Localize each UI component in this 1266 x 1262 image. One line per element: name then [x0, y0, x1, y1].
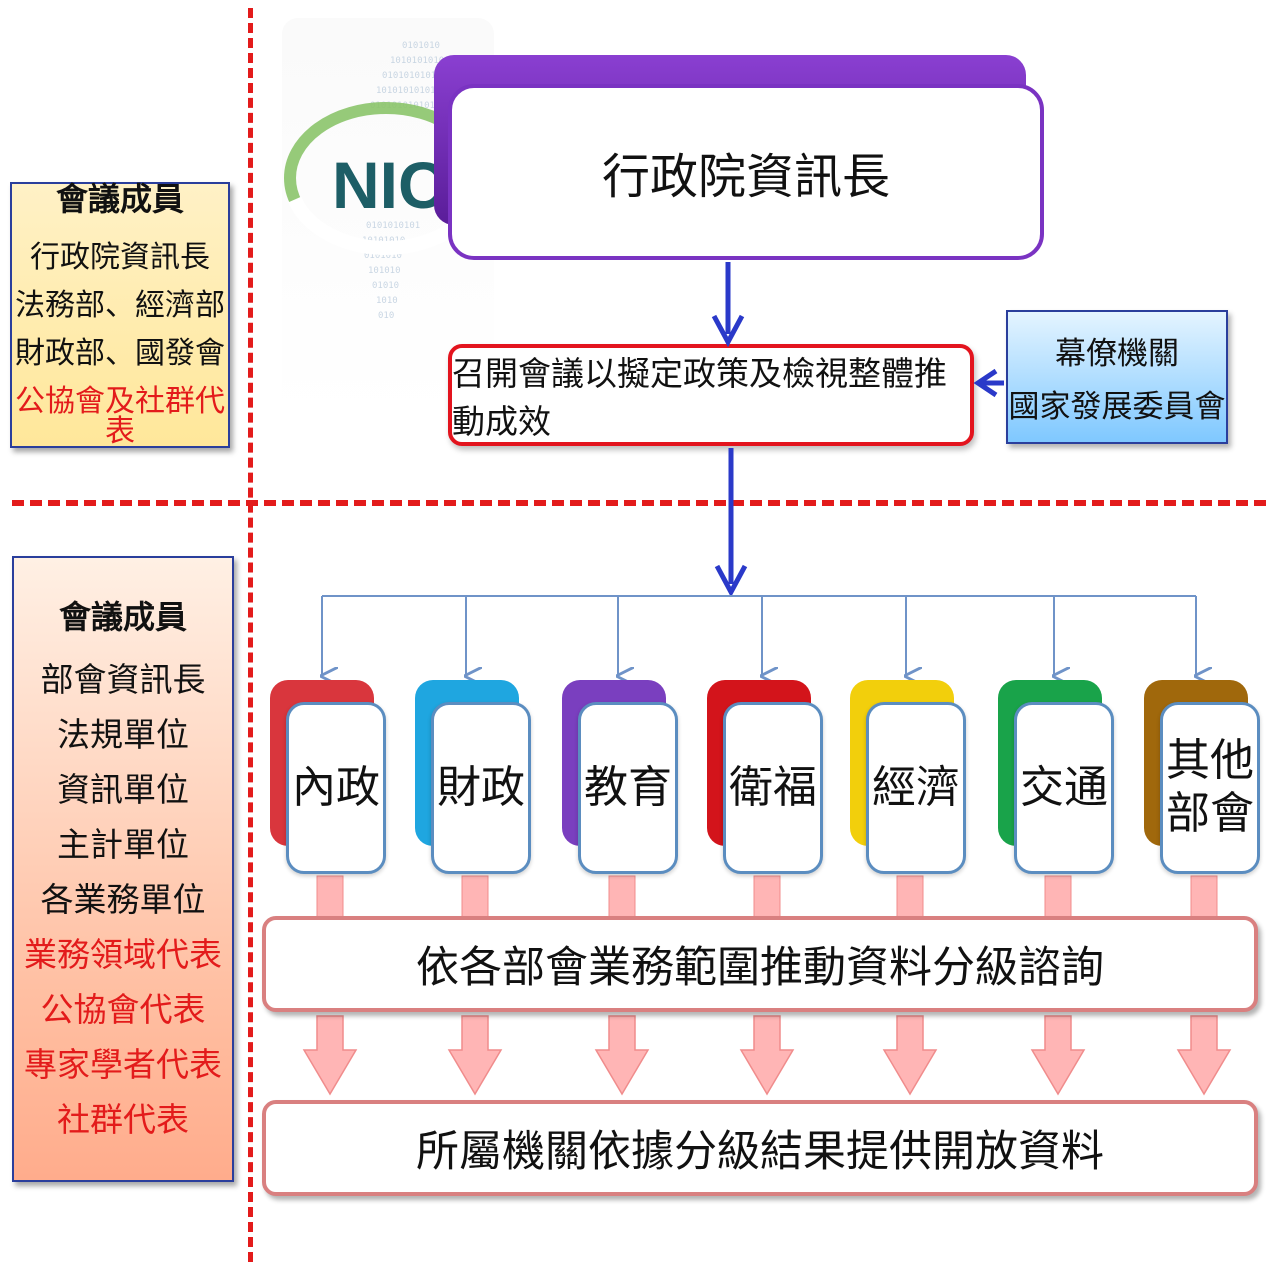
card-to-bar-connector [316, 875, 344, 919]
card-to-bar-connector [461, 875, 489, 919]
provide-bar-label: 所屬機關依據分級結果提供開放資料 [416, 1127, 1104, 1177]
svg-text:010: 010 [378, 311, 394, 321]
ministry-label: 衛福 [729, 761, 817, 813]
arrow-meeting-down-head [714, 564, 748, 598]
card-to-bar-connector [1190, 875, 1218, 919]
ministry-card: 教育 [578, 702, 678, 874]
ministry-card: 內政 [286, 702, 386, 874]
svg-text:01010: 01010 [372, 281, 399, 291]
lower-member-line: 業務領域代表 [24, 934, 222, 974]
card-to-bar-connector [608, 875, 636, 919]
staff-agency-title: 幕僚機關 [1055, 336, 1179, 372]
upper-member-line: 行政院資訊長 [30, 240, 210, 275]
block-down-arrow [1176, 1015, 1232, 1096]
svg-text:010101010101: 010101010101 [382, 71, 447, 81]
ministry-label: 其他部會 [1166, 735, 1254, 839]
ministry-label: 財政 [437, 761, 525, 813]
lower-member-line: 專家學者代表 [24, 1044, 222, 1084]
card-to-bar-connector [753, 875, 781, 919]
block-down-arrow [447, 1015, 503, 1096]
card-to-bar-connector [896, 875, 924, 919]
block-arrows [302, 875, 1232, 1096]
horizontal-divider [12, 500, 1266, 506]
consult-bar: 依各部會業務範圍推動資料分級諮詢 [262, 916, 1258, 1012]
svg-text:1010: 1010 [376, 296, 398, 306]
upper-member-line: 法務部、經濟部 [15, 288, 225, 323]
upper-members-panel: 會議成員 行政院資訊長 法務部、經濟部 財政部、國發會 公協會及社群代表 [10, 180, 230, 449]
lower-member-line: 資訊單位 [57, 769, 189, 809]
lower-member-line: 主計單位 [57, 824, 189, 864]
card-to-bar-connector [1044, 875, 1072, 919]
vertical-divider [248, 8, 253, 1262]
svg-text:101010: 101010 [368, 266, 401, 276]
block-down-arrow [594, 1015, 650, 1096]
cio-label: 行政院資訊長 [601, 149, 890, 205]
branch-drops [322, 596, 1196, 676]
svg-text:0101010101: 0101010101 [366, 221, 420, 231]
lower-member-line: 各業務單位 [40, 879, 206, 919]
staff-agency-box: 幕僚機關 國家發展委員會 [1006, 310, 1228, 444]
lower-members-panel: 會議成員 部會資訊長 法規單位 資訊單位 主計單位 各業務單位 業務領域代表 公… [12, 556, 234, 1182]
block-down-arrow [1030, 1015, 1086, 1096]
provide-bar: 所屬機關依據分級結果提供開放資料 [262, 1100, 1258, 1196]
lower-member-line: 法規單位 [57, 714, 189, 754]
ministry-card: 其他部會 [1160, 702, 1260, 874]
consult-bar-label: 依各部會業務範圍推動資料分級諮詢 [416, 943, 1104, 993]
ministry-label: 教育 [584, 761, 672, 813]
ministry-label: 內政 [292, 761, 380, 813]
svg-text:1010101010101: 1010101010101 [376, 86, 446, 96]
ministry-card: 經濟 [866, 702, 966, 874]
ministry-label: 交通 [1020, 761, 1108, 813]
arrow-cio-to-meeting-head [711, 314, 745, 348]
svg-text:1010101010: 1010101010 [390, 56, 444, 66]
meeting-label: 召開會議以擬定政策及檢視整體推動成效 [452, 354, 947, 441]
svg-text:0101010: 0101010 [364, 251, 402, 261]
lower-member-line: 公協會代表 [40, 989, 206, 1029]
meeting-box: 召開會議以擬定政策及檢視整體推動成效 [448, 344, 974, 446]
block-down-arrow [739, 1015, 795, 1096]
svg-text:0101010: 0101010 [402, 41, 440, 51]
block-down-arrow [302, 1015, 358, 1096]
upper-members-heading: 會議成員 [55, 180, 184, 218]
upper-member-line: 公協會及社群代表 [15, 384, 225, 449]
arrow-staff-to-meeting-head [973, 368, 998, 398]
lower-members-heading: 會議成員 [58, 597, 187, 636]
ministry-label: 經濟 [872, 761, 960, 813]
cio-box: 行政院資訊長 [448, 84, 1044, 260]
lower-member-line: 社群代表 [57, 1099, 189, 1139]
lower-member-line: 部會資訊長 [40, 659, 206, 699]
ministry-card: 財政 [431, 702, 531, 874]
ministry-card: 衛福 [723, 702, 823, 874]
ministry-card: 交通 [1014, 702, 1114, 874]
block-down-arrow [882, 1015, 938, 1096]
staff-agency-name: 國家發展委員會 [1008, 389, 1226, 425]
upper-member-line: 財政部、國發會 [15, 336, 225, 371]
